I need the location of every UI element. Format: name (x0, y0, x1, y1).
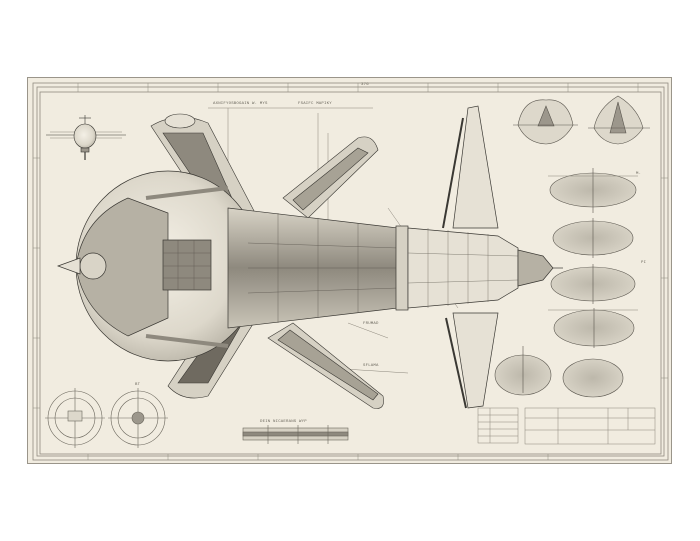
sheet-frame (32, 82, 669, 461)
disc-section-3 (550, 264, 636, 304)
side-elevation-bar (242, 425, 349, 444)
frame-top-mark: 376 (361, 83, 369, 87)
ring-detail-2 (108, 388, 168, 448)
top-right-annotation: FSAIFC MAPIKY (298, 102, 332, 106)
lower-fin (445, 312, 499, 409)
title-block-table (477, 407, 656, 445)
dome-detail-2 (588, 95, 650, 145)
blueprint-drawing (32, 82, 669, 461)
bottom-dome-detail (494, 346, 552, 396)
main-hull (56, 170, 563, 362)
disc-section-4 (548, 308, 638, 348)
small-probe (46, 115, 126, 160)
lower-annotation: SFLAMA (363, 364, 379, 368)
top-left-annotation: AXNIFYOSBOGAIN W. MYS (213, 102, 268, 106)
upper-fin (442, 105, 499, 229)
mid-annotation: FRUMAD (363, 322, 379, 326)
ring-detail-1 (45, 388, 105, 448)
right-tick-1: M. (636, 172, 642, 176)
blueprint-sheet: AXNIFYOSBOGAIN W. MYS FSAIFC MAPIKY 376 … (27, 77, 672, 464)
dome-detail-1 (513, 99, 578, 145)
bottom-disc-detail (562, 358, 624, 398)
disc-section-2 (552, 218, 634, 258)
bottom-center-title: DEIN NICAERANS WYP (260, 420, 307, 424)
left-detail-mark: BT (135, 383, 141, 387)
right-tick-2: PI (641, 261, 647, 265)
disc-section-1 (548, 168, 638, 213)
